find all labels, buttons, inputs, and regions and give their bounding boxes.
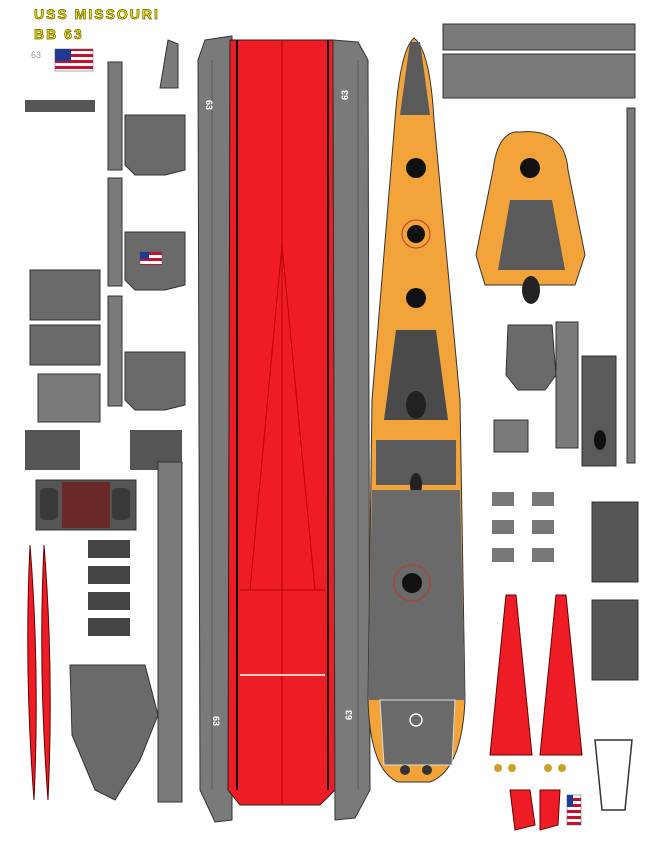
aft-superstructure — [69, 664, 159, 801]
superstructure-deck — [475, 131, 586, 304]
hull-marking: 63 — [344, 710, 354, 720]
hull-bottom-red — [227, 39, 336, 806]
us-flag-icon — [54, 48, 94, 72]
aft-deck-piece — [35, 479, 137, 531]
model-title: USS MISSOURI — [34, 6, 160, 23]
main-deck — [367, 37, 466, 783]
hull-side-right: 63 63 — [332, 39, 371, 821]
deck-strips — [442, 23, 636, 99]
bridge-parts — [493, 321, 617, 467]
keel-pieces — [27, 544, 51, 801]
left-parts-column — [25, 39, 186, 470]
hull-number-label: 63 — [31, 50, 42, 60]
hull-marking: 63 — [204, 100, 214, 110]
funnel-strip — [157, 461, 183, 803]
red-fins — [489, 594, 583, 831]
crane-lattice — [594, 739, 633, 811]
hull-marking: 63 — [340, 90, 350, 100]
director-parts — [492, 490, 639, 681]
us-flag-icon — [566, 794, 582, 826]
model-subtitle: BB 63 — [34, 26, 84, 43]
mast-strip — [626, 107, 636, 464]
hull-marking: 63 — [211, 716, 221, 726]
hull-side-left: 63 63 — [197, 35, 233, 823]
gun-parts — [88, 540, 130, 636]
